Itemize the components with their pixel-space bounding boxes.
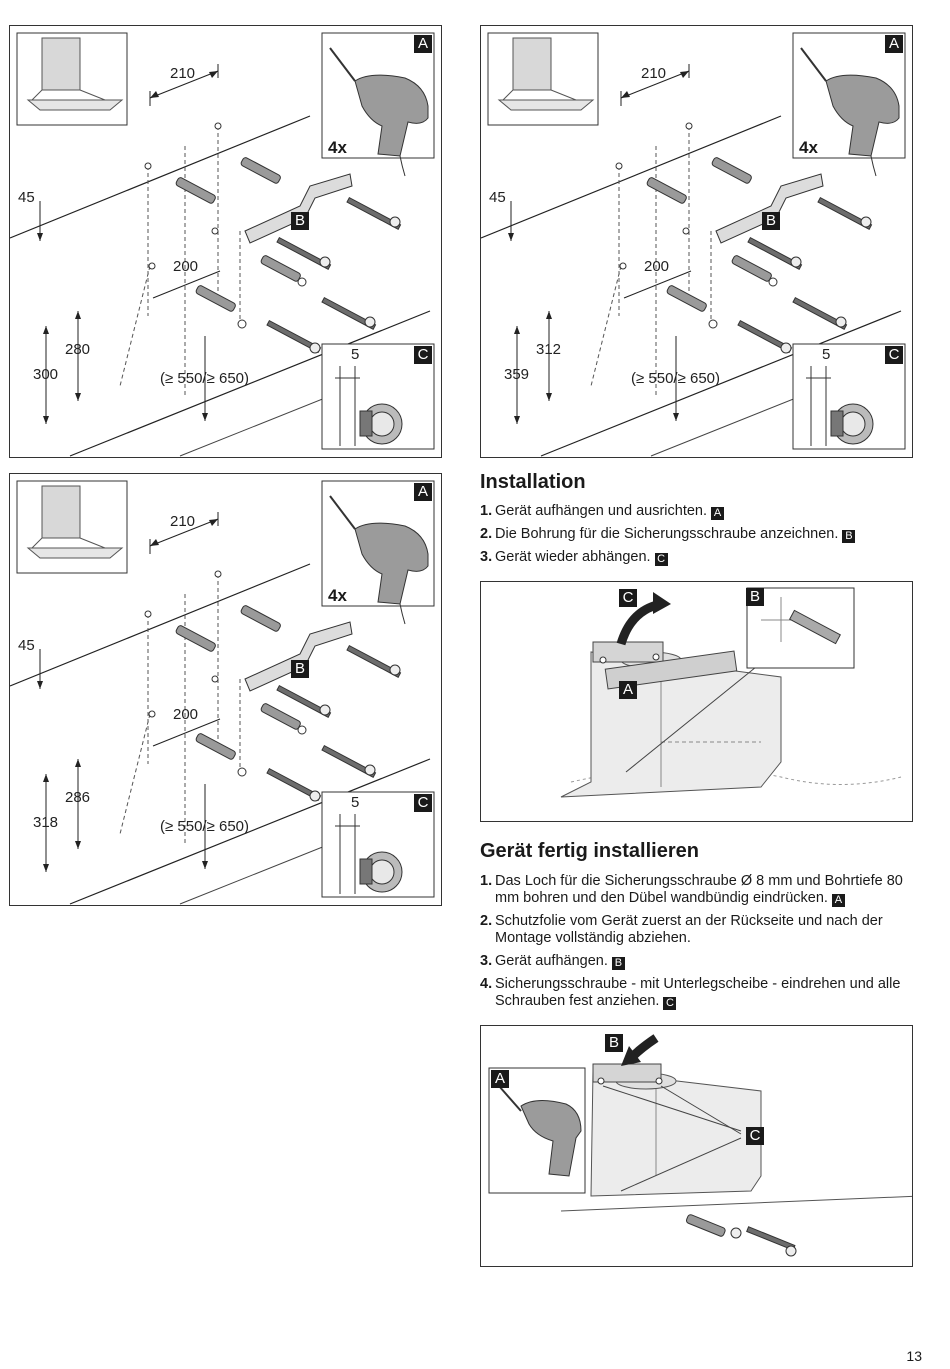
dim-top: 210 [641,65,667,82]
step-number: 1. [480,873,493,889]
dim-side: 45 [489,189,506,206]
label-a: A [619,681,637,699]
installation-drawing [560,587,902,798]
step-number: 3. [480,549,493,565]
dim-range: (≥ 550/≥ 650) [160,370,250,387]
step-figure-label: B [842,530,856,543]
dim-c: 5 [351,794,360,811]
dim-side: 45 [18,189,35,206]
step-figure-label: C [663,997,677,1010]
step-number: 3. [480,953,493,969]
label-b: B [746,588,764,606]
dim-top: 210 [170,513,196,530]
mounting-diagram: 4x A B C 210 45 200 286 318 (≥ 550/≥ 650… [9,473,442,906]
step-figure-label: A [831,894,845,907]
step-text: Schutzfolie vom Gerät zuerst an der Rück… [495,913,920,947]
step-number: 4. [480,976,493,992]
label-c: C [885,346,903,364]
finish-drawing [488,1034,912,1257]
step-text: Die Bohrung für die Sicherungsschraube a… [495,526,856,543]
step-item: 4.Sicherungsschraube - mit Unterlegschei… [480,976,920,1010]
step-figure-label: C [654,553,668,566]
drill-count: 4x [799,138,818,157]
step-text: Gerät aufhängen.B [495,953,625,970]
step-text-content: Die Bohrung für die Sicherungsschraube a… [495,526,839,542]
dim-b: 359 [504,366,530,383]
step-text-content: Schutzfolie vom Gerät zuerst an der Rück… [495,913,883,946]
dim-mid: 200 [644,258,670,275]
mounting-diagram: 4x A B C 210 45 200 312 359 (≥ 550/≥ 650… [480,25,913,458]
label-b: B [762,212,780,230]
label-b: B [605,1034,623,1052]
step-figure-label: A [711,507,725,520]
installation-figure: C B A [480,581,913,822]
step-item: 3.Gerät wieder abhängen.C [480,549,920,566]
label-a: A [414,35,432,53]
mounting-drawing [481,32,906,457]
step-text: Sicherungsschraube - mit Unterlegscheibe… [495,976,920,1010]
label-c: C [619,589,637,607]
mounting-drawing [10,480,435,905]
dim-top: 210 [170,65,196,82]
dim-b: 318 [33,814,59,831]
label-c: C [414,346,432,364]
label-b: B [291,660,309,678]
step-number: 2. [480,913,493,929]
step-text: Das Loch für die Sicherungsschraube Ø 8 … [495,873,920,907]
dim-mid: 200 [173,706,199,723]
step-item: 2.Schutzfolie vom Gerät zuerst an der Rü… [480,913,920,947]
dim-a: 280 [65,341,91,358]
step-number: 2. [480,526,493,542]
dim-c: 5 [351,346,360,363]
step-text: Gerät wieder abhängen.C [495,549,668,566]
finish-figure: B A C [480,1025,913,1267]
dim-side: 45 [18,637,35,654]
label-c: C [414,794,432,812]
dim-c: 5 [822,346,831,363]
dim-range: (≥ 550/≥ 650) [631,370,721,387]
label-b: B [291,212,309,230]
label-c: C [746,1127,764,1145]
dim-mid: 200 [173,258,199,275]
step-item: 3.Gerät aufhängen.B [480,953,920,970]
label-a: A [491,1070,509,1088]
dim-b: 300 [33,366,59,383]
step-text-content: Das Loch für die Sicherungsschraube Ø 8 … [495,873,903,906]
installation-heading: Installation [480,471,586,493]
dim-a: 312 [536,341,562,358]
step-text-content: Gerät aufhängen. [495,953,608,969]
step-text-content: Gerät wieder abhängen. [495,549,651,565]
step-number: 1. [480,503,493,519]
drill-count: 4x [328,586,347,605]
finish-heading: Gerät fertig installieren [480,840,699,862]
step-text-content: Gerät aufhängen und ausrichten. [495,503,708,519]
step-figure-label: B [611,957,625,970]
label-a: A [414,483,432,501]
mounting-diagram: 4x A B C 210 45 200 280 300 (≥ 550/≥ 650… [9,25,442,458]
step-item: 1.Gerät aufhängen und ausrichten.A [480,503,920,520]
dim-a: 286 [65,789,91,806]
step-text-content: Sicherungsschraube - mit Unterlegscheibe… [495,976,901,1009]
page-number: 13 [906,1348,922,1364]
label-a: A [885,35,903,53]
step-item: 1.Das Loch für die Sicherungsschraube Ø … [480,873,920,907]
finish-steps: 1.Das Loch für die Sicherungsschraube Ø … [480,873,920,1016]
drill-count: 4x [328,138,347,157]
dim-range: (≥ 550/≥ 650) [160,818,250,835]
step-text: Gerät aufhängen und ausrichten.A [495,503,725,520]
mounting-drawing [10,32,435,457]
step-item: 2.Die Bohrung für die Sicherungsschraube… [480,526,920,543]
